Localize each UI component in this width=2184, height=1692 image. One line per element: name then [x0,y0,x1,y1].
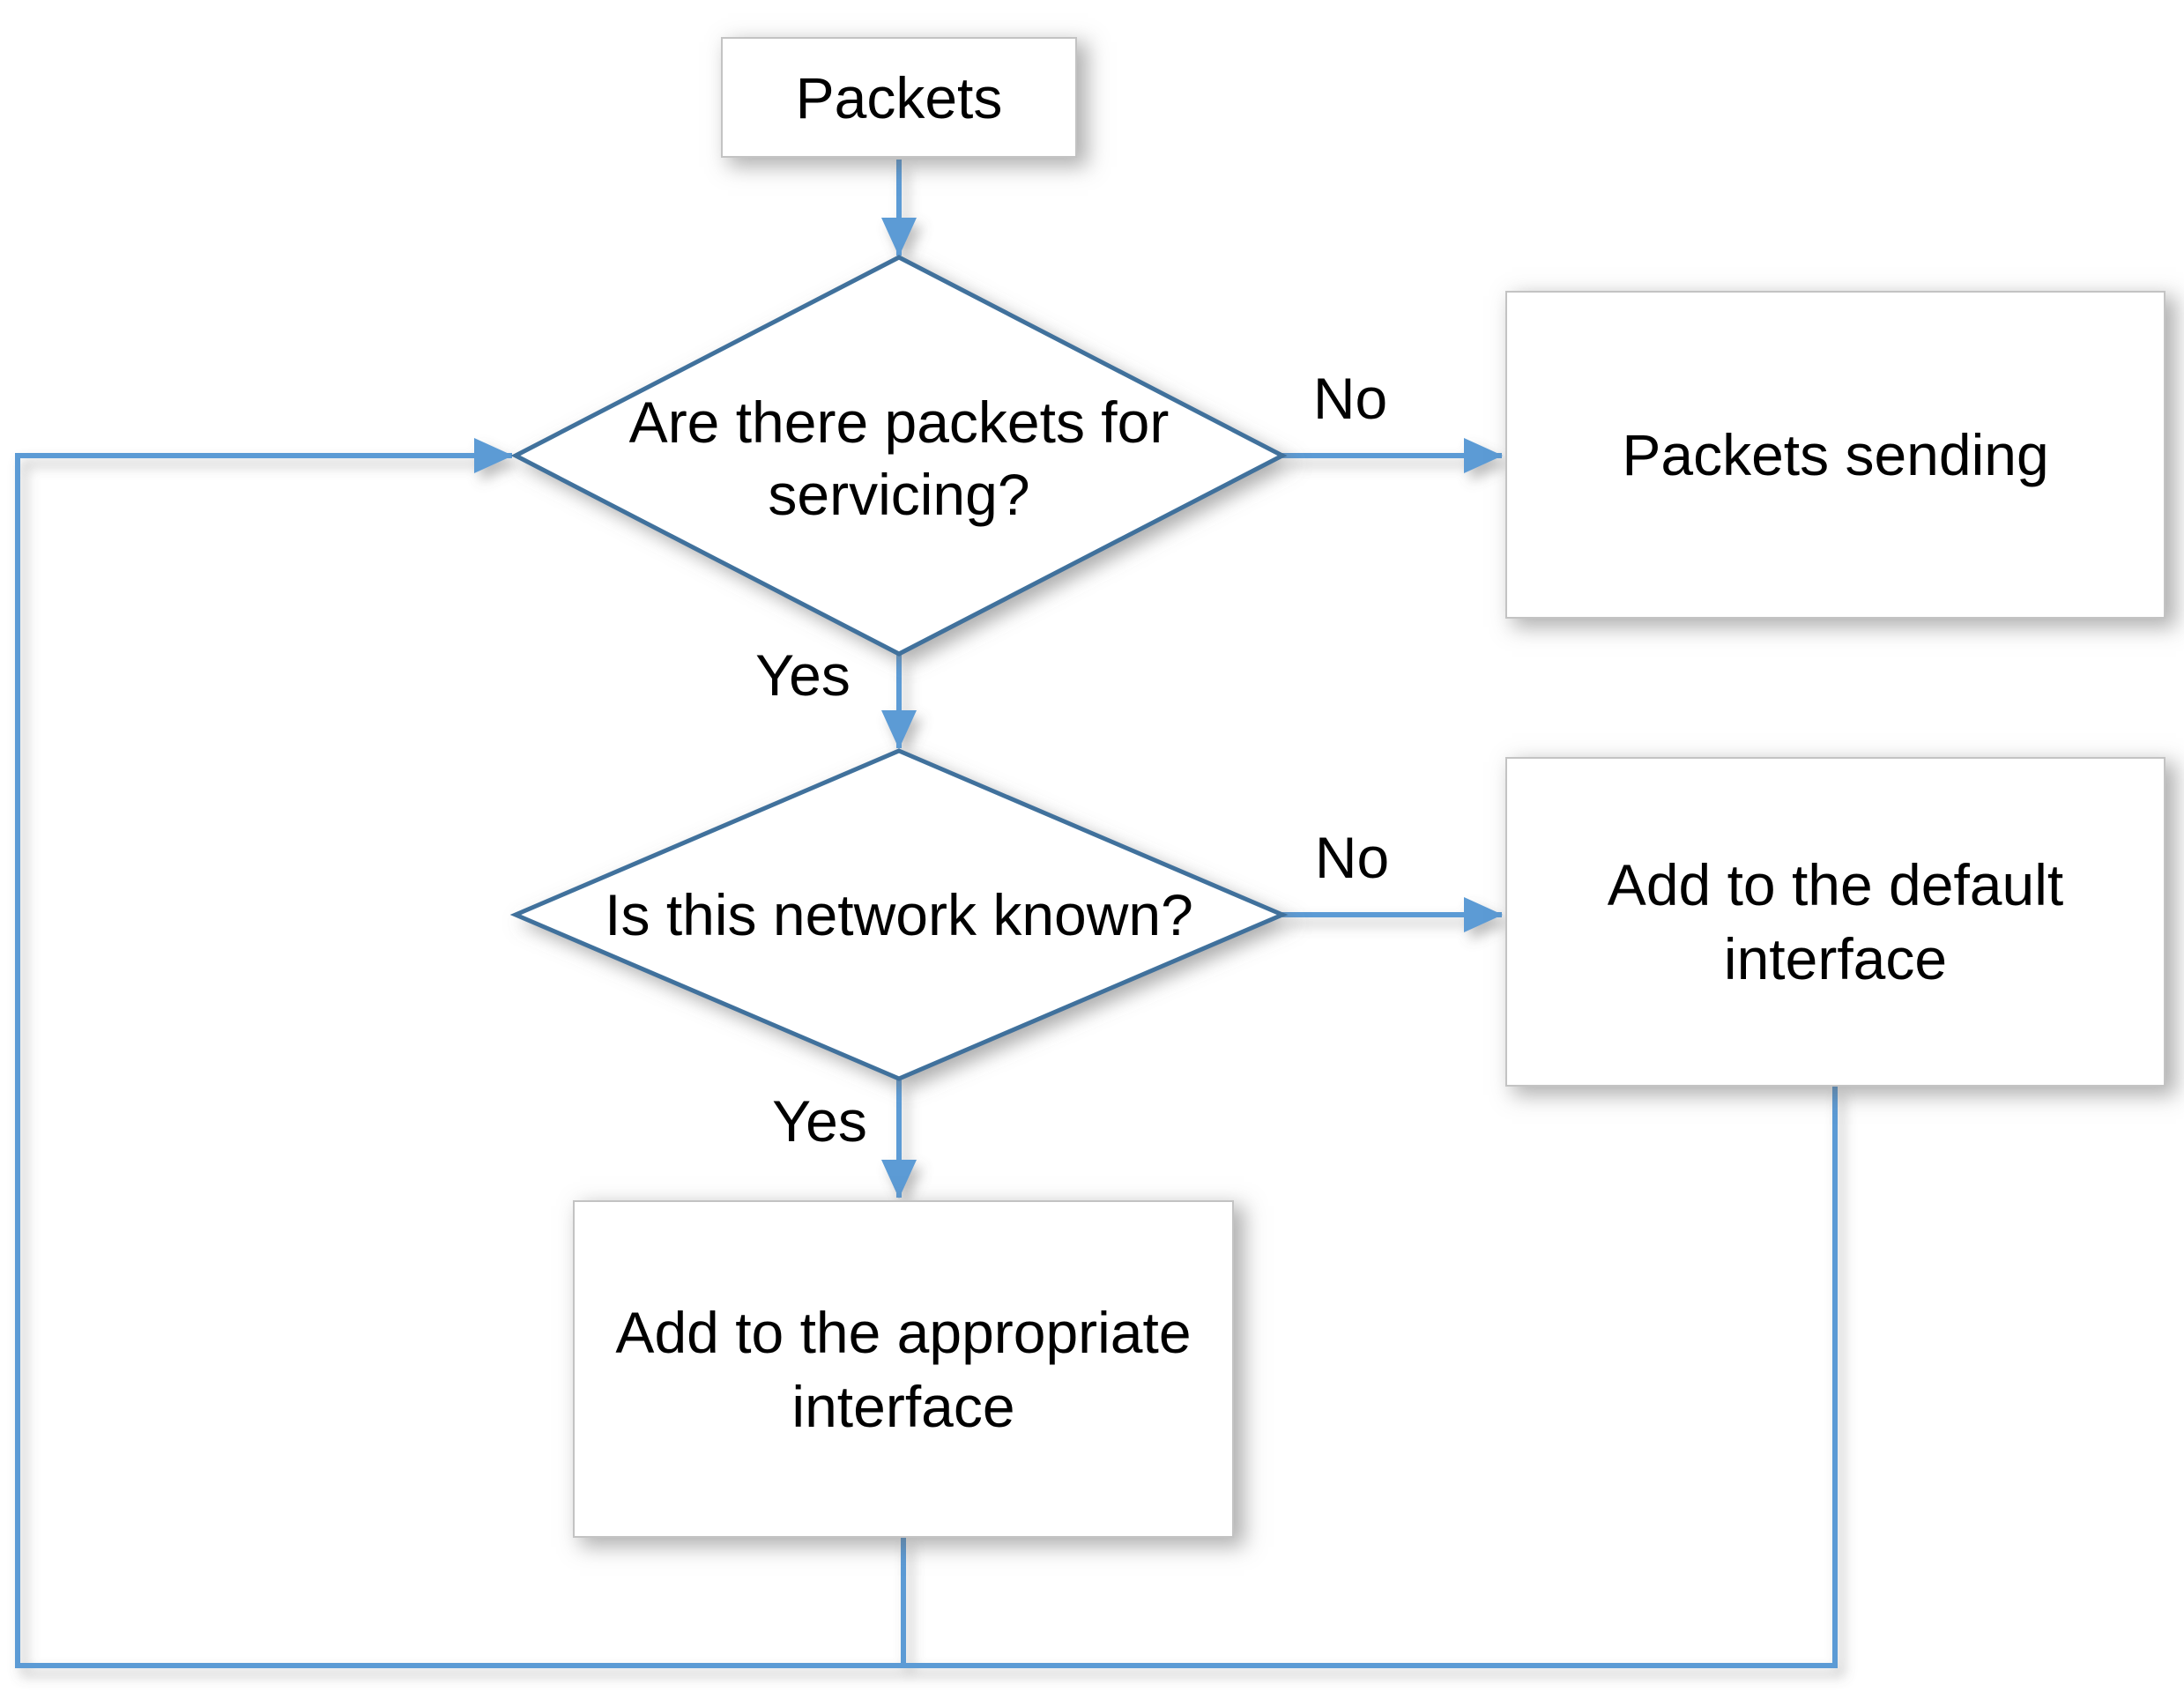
edge-label-no-2: No [1314,825,1390,890]
node-appropriate-interface-label-line2: interface [791,1373,1015,1439]
edge-default-interface-loop-back [15,438,1838,1668]
edge-label-yes-2: Yes [772,1088,867,1154]
node-packets-sending: Packets sending [1505,291,2165,619]
node-packets-sending-label: Packets sending [1622,422,2049,487]
edge-label-no-1: No [1312,366,1388,431]
edge-label-yes-1: Yes [755,642,851,708]
node-default-interface-label-line1: Add to the default [1607,852,2064,917]
node-appropriate-interface: Add to the appropriate interface [573,1200,1234,1538]
node-packets: Packets [721,37,1077,158]
node-default-interface: Add to the default interface [1505,757,2165,1087]
decision-network-known-diamond [509,748,1289,1081]
decision-servicing-diamond [510,255,1288,657]
node-packets-label: Packets [795,64,1003,130]
node-appropriate-interface-label-line1: Add to the appropriate [615,1299,1192,1365]
node-default-interface-label-line2: interface [1723,926,1948,991]
